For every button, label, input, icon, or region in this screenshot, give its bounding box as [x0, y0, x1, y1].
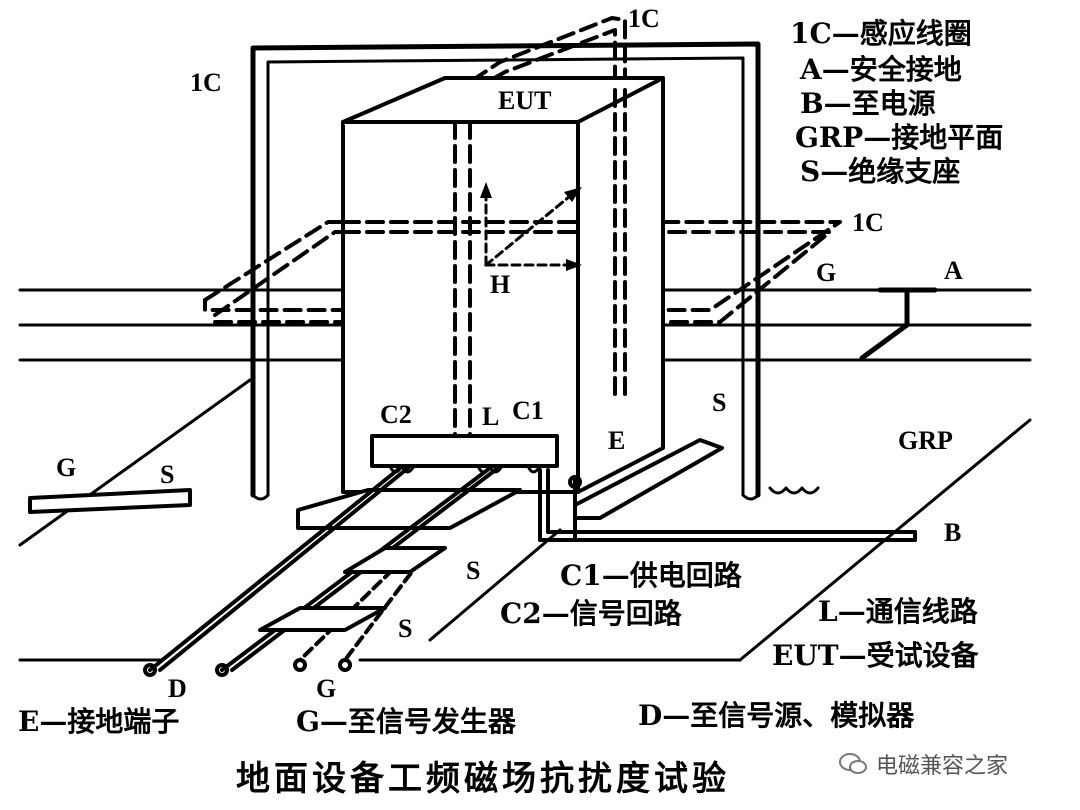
legend-right-3: B—至电源 — [800, 87, 936, 120]
c1-label: C1 — [512, 396, 544, 425]
s-label-left: S — [160, 460, 175, 489]
legend-bottom-2: G—至信号发生器 — [296, 705, 516, 738]
chat-bubble-icon — [839, 753, 867, 774]
g-label-right: G — [816, 258, 837, 287]
d-label: D — [168, 674, 187, 703]
insulating-support — [28, 438, 724, 530]
h-label: H — [490, 270, 511, 299]
s-label-right: S — [712, 388, 727, 417]
coil-label-right: 1C — [852, 208, 884, 237]
a-label: A — [944, 256, 963, 285]
h-arrowheads — [480, 182, 582, 271]
b-label: B — [944, 518, 962, 547]
coil-label-left: 1C — [190, 68, 222, 97]
cable-supports — [258, 546, 447, 632]
watermark: 电磁兼容之家 — [838, 748, 1008, 780]
figure-caption: 地面设备工频磁场抗扰度试验 — [236, 759, 730, 799]
coil-through-front — [341, 88, 627, 457]
s-label-cable2: S — [398, 614, 413, 643]
connector-pins — [388, 464, 542, 474]
signal-generator-terminals — [768, 486, 820, 495]
safety-ground — [859, 287, 938, 361]
legend-right-4: GRP—接地平面 — [795, 121, 1004, 154]
legend-right-2: A—安全接地 — [800, 53, 962, 86]
g-label-bottom: G — [316, 674, 337, 703]
c2-label: C2 — [380, 400, 412, 429]
e-label: E — [608, 426, 626, 455]
eut-label: EUT — [498, 86, 552, 115]
coil-label-top: 1C — [628, 4, 660, 33]
eut-cabinet — [341, 76, 665, 494]
legend-right-1: 1C—感应线圈 — [790, 17, 972, 50]
legend-mid-2: C2—信号回路 — [500, 597, 682, 630]
legend-mid-1: C1—供电回路 — [560, 559, 742, 592]
connector-panel — [370, 434, 559, 468]
grp-label: GRP — [898, 426, 953, 455]
legend-bottom-3: D—至信号源、模拟器 — [638, 699, 915, 732]
g-label-left: G — [56, 453, 77, 482]
legend-right-5: S—绝缘支座 — [800, 155, 961, 188]
h-field-arrows — [484, 188, 577, 267]
legend-mid-right-1: L—通信线路 — [818, 595, 978, 628]
legend-mid-right-2: EUT—受试设备 — [772, 639, 979, 672]
watermark-text: 电磁兼容之家 — [876, 754, 1009, 779]
s-label-cable1: S — [466, 556, 481, 585]
legend-bottom-1: E—接地端子 — [18, 705, 180, 738]
l-label: L — [482, 402, 500, 431]
